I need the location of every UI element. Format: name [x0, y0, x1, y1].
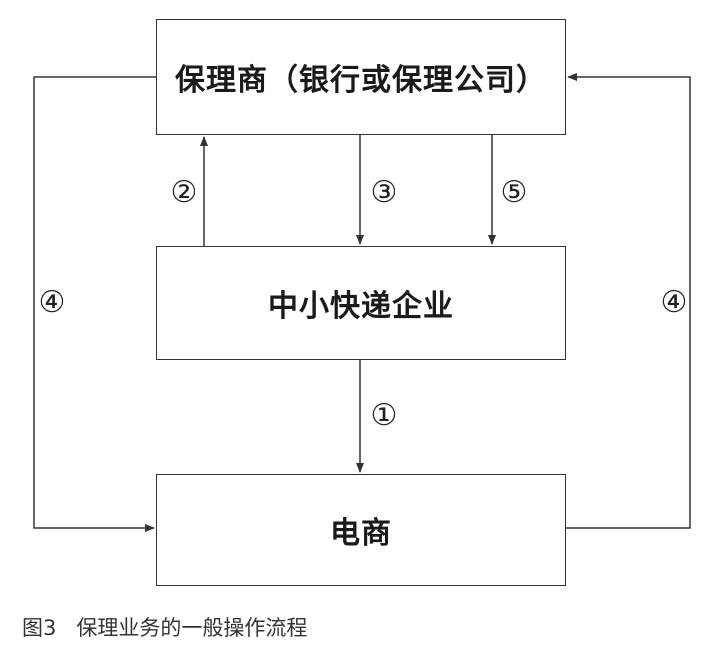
factor-label: 保理商（银行或保理公司）	[175, 63, 547, 98]
step-4-left-label: ④	[38, 285, 66, 320]
arrow-step-4-left	[33, 76, 156, 532]
step-5-label: ⑤	[500, 175, 528, 210]
step-1-label: ①	[370, 398, 398, 433]
ecommerce-label: 电商	[330, 516, 392, 551]
arrow-step-4-right	[566, 73, 691, 529]
factor-box: 保理商（银行或保理公司）	[156, 19, 566, 135]
figure-caption: 图3 保理业务的一般操作流程	[22, 616, 308, 640]
step-4-right-label: ④	[660, 285, 688, 320]
ecommerce-box: 电商	[156, 474, 566, 586]
sme-courier-label: 中小快递企业	[268, 289, 454, 324]
step-2-label: ②	[170, 175, 198, 210]
step-3-label: ③	[370, 175, 398, 210]
sme-courier-box: 中小快递企业	[156, 246, 566, 360]
